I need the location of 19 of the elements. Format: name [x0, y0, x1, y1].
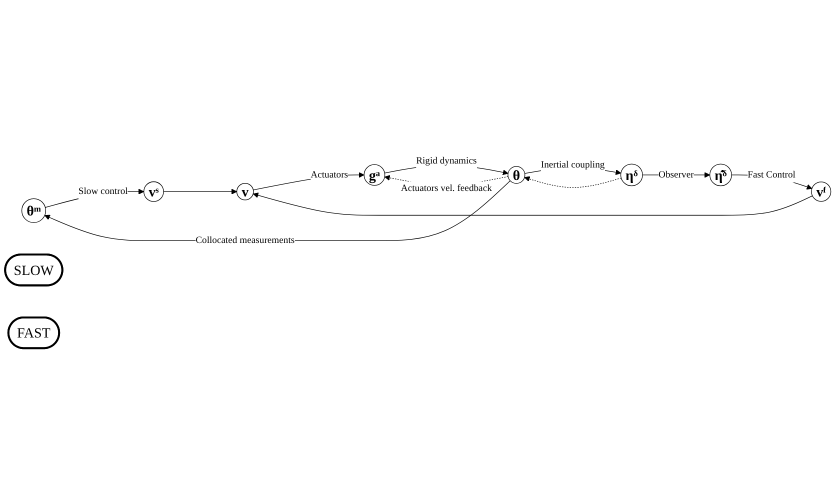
edge-label: Inertial coupling	[540, 160, 605, 170]
edge-label: Fast Control	[748, 170, 796, 180]
edge-label: Actuators	[310, 170, 348, 180]
arrow	[252, 192, 813, 216]
node-circle: θ	[508, 166, 526, 184]
node-circle: η̇̂ᵟ	[710, 164, 732, 186]
arrow	[524, 176, 622, 188]
edge-label: Observer	[658, 170, 694, 180]
node-circle: vᶠ	[811, 181, 832, 202]
edge-label: Slow control	[78, 186, 128, 196]
edge-label: Actuators vel. feedback	[400, 183, 492, 194]
edge-label: Collocated measurements	[196, 235, 295, 246]
node-circle: vˢ	[144, 181, 164, 202]
node-circle: θᵐ	[21, 198, 46, 223]
node-circle: v	[236, 182, 254, 200]
node-circle: gᵃ	[364, 164, 386, 186]
node-circle: ηᵟ	[620, 164, 643, 186]
edge-label: Rigid dynamics	[416, 156, 477, 166]
arrow	[163, 188, 238, 194]
